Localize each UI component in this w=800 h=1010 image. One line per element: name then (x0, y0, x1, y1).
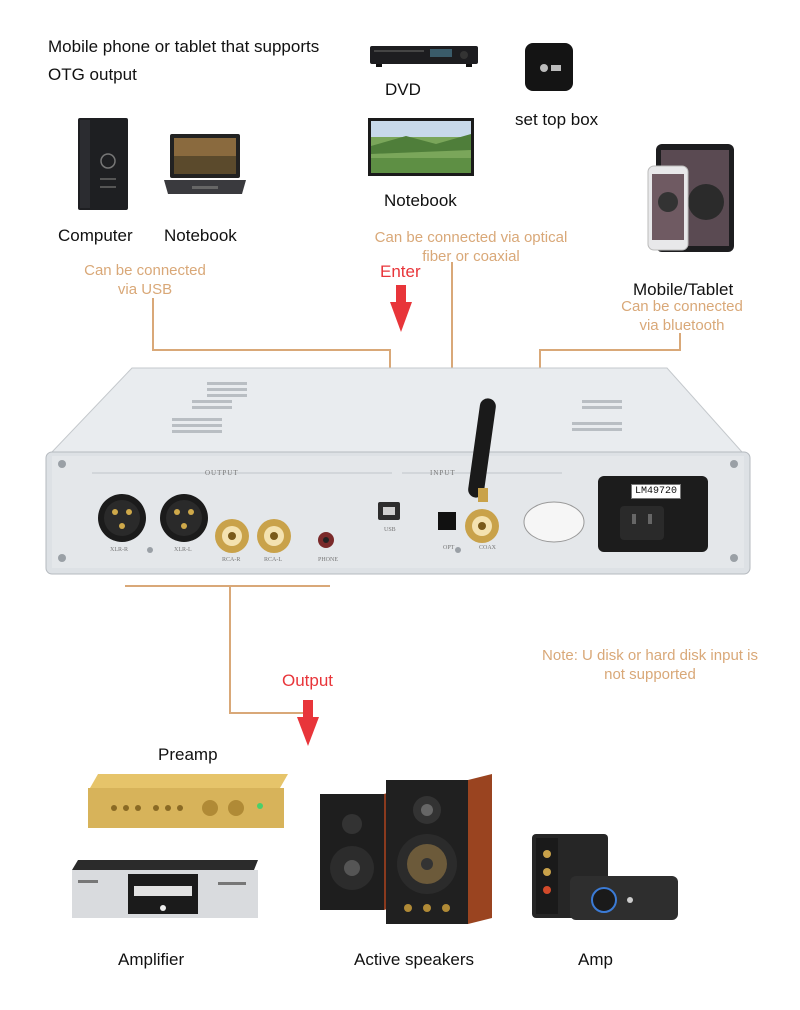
laptop-icon (164, 134, 246, 194)
preamp-label: Preamp (158, 745, 218, 764)
dvd-label: DVD (385, 80, 421, 99)
xlr-r-connector (98, 494, 146, 542)
rca-l-connector (257, 519, 291, 553)
port-label-rca-l: RCA-L (264, 557, 282, 563)
tv-icon (368, 118, 474, 176)
usb-note: Can be connected via USB (60, 261, 230, 299)
enter-label: Enter (380, 262, 421, 281)
unsupported-note-line2: not supported (604, 666, 696, 683)
computer-tower-icon (78, 118, 128, 210)
xlr-l-connector (160, 494, 208, 542)
optical-note-line2: fiber or coaxial (422, 248, 520, 265)
bluetooth-antenna (468, 398, 496, 498)
notebook-label-left: Notebook (164, 226, 237, 245)
mobile-tablet-icon (647, 144, 734, 252)
optical-note-line1: Can be connected via optical (374, 229, 568, 246)
set-top-box-label: set top box (515, 110, 599, 129)
bluetooth-note-line2: via bluetooth (639, 317, 725, 334)
amplifier-icon (72, 860, 258, 918)
amp-icon (532, 834, 678, 920)
port-label-xlr-l: XLR-L (174, 547, 192, 553)
output-panel-label: OUTPUT (205, 469, 239, 477)
port-label-coax: COAX (479, 545, 497, 551)
set-top-box-icon (525, 43, 573, 91)
preamp-icon (88, 774, 288, 828)
port-label-opt: OPT (443, 545, 455, 551)
port-label-rca-r: RCA-R (222, 557, 241, 563)
bluetooth-note: Can be connected via bluetooth (602, 297, 762, 335)
rca-r-connector (215, 519, 249, 553)
output-down-line (229, 586, 307, 730)
amp-label: Amp (578, 950, 613, 969)
enter-arrow-icon (390, 285, 412, 332)
port-label-phone: PHONE (318, 557, 339, 563)
bluetooth-note-line1: Can be connected (621, 298, 743, 315)
notebook-label-center: Notebook (384, 191, 457, 210)
amplifier-label: Amplifier (118, 950, 185, 969)
active-speakers-label: Active speakers (354, 950, 474, 969)
output-arrow-icon (297, 700, 319, 746)
otg-line1: Mobile phone or tablet that supports (48, 37, 320, 56)
unsupported-note: Note: U disk or hard disk input is not s… (525, 646, 775, 684)
active-speakers-icon (320, 774, 492, 924)
dac-device (45, 367, 751, 575)
port-label-usb: USB (384, 527, 396, 533)
usb-note-line2: via USB (117, 281, 173, 298)
optical-port (438, 512, 456, 530)
mobile-tablet-label: Mobile/Tablet (633, 280, 734, 299)
port-label-xlr-r: XLR-R (110, 547, 128, 553)
output-label: Output (282, 671, 334, 690)
usb-note-line1: Can be connected (84, 262, 206, 279)
chip-label: LM49720 (631, 484, 682, 499)
unsupported-note-line1: Note: U disk or hard disk input is (542, 647, 758, 664)
otg-line2: OTG output (48, 65, 137, 84)
input-panel-label: INPUT (430, 469, 456, 477)
computer-label: Computer (58, 226, 133, 245)
dvd-player-icon (370, 46, 478, 67)
optical-note: Can be connected via optical fiber or co… (356, 228, 586, 266)
